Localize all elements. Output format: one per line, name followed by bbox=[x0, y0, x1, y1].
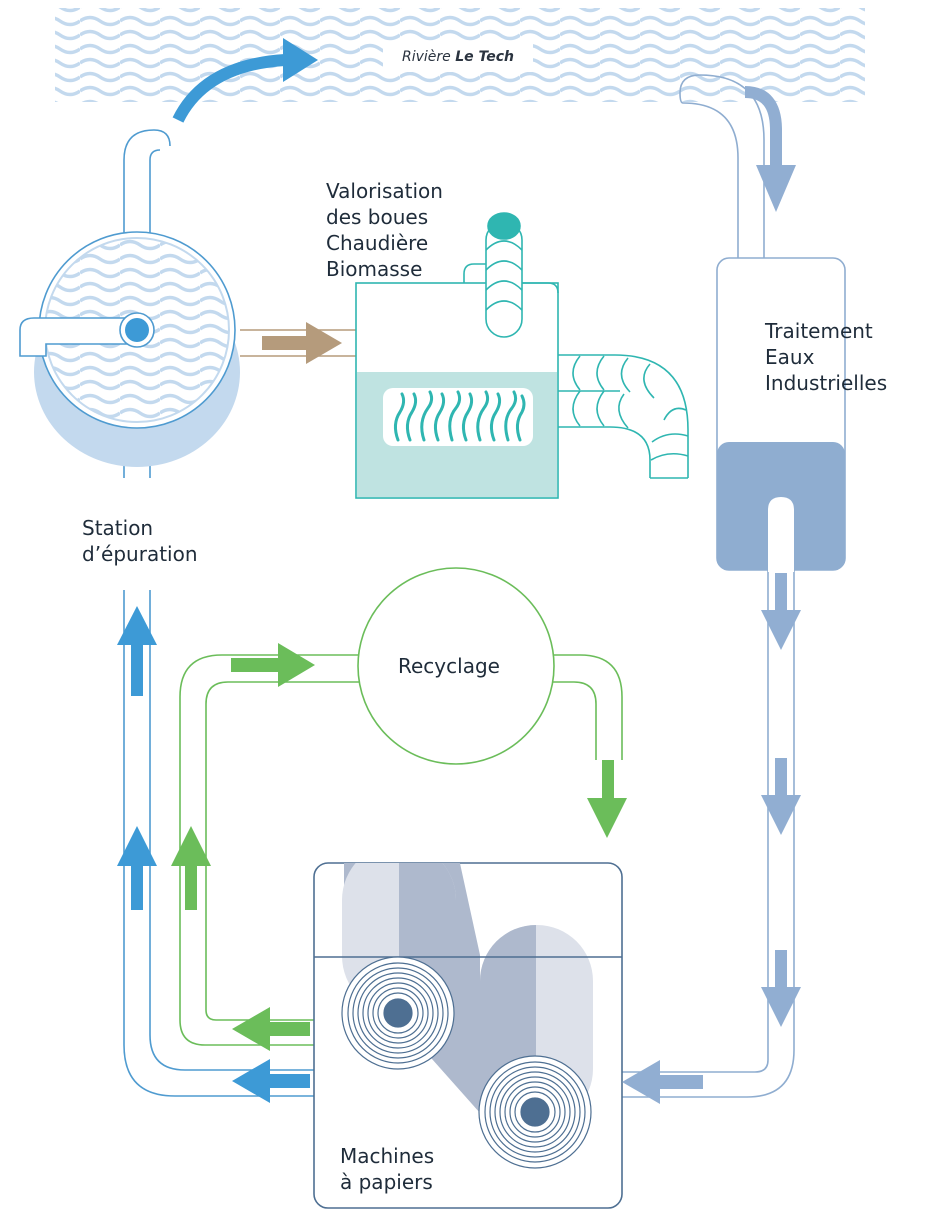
river-label-name: Le Tech bbox=[455, 49, 515, 65]
steel-down-arrow bbox=[761, 950, 801, 1027]
steel-left-arrow bbox=[622, 1060, 703, 1104]
biomass-boiler bbox=[355, 263, 559, 499]
station-label-line: d’épuration bbox=[82, 542, 198, 566]
biomass-label-line: Chaudière bbox=[326, 231, 429, 255]
steel-down-arrow bbox=[761, 573, 801, 650]
chimney-stack bbox=[485, 212, 523, 338]
paper-roll-right bbox=[478, 1055, 592, 1169]
river-label-prefix: Rivière bbox=[401, 49, 451, 65]
paper-machine bbox=[313, 862, 623, 1209]
river-label: Rivière Le Tech bbox=[383, 42, 533, 72]
biomass-label: Valorisation des boues Chaudière Biomass… bbox=[326, 178, 443, 282]
treatment-label: Traitement Eaux Industrielles bbox=[765, 318, 887, 396]
blue-return-pipe bbox=[123, 129, 315, 1097]
treatment-tank bbox=[716, 257, 846, 572]
biomass-label-line: des boues bbox=[326, 205, 429, 229]
green-down-arrow bbox=[587, 760, 627, 838]
sludge-link bbox=[240, 329, 356, 357]
blue-up-arrow bbox=[117, 826, 157, 910]
treatment-label-line: Eaux bbox=[765, 345, 815, 369]
machines-label-line: Machines bbox=[340, 1144, 435, 1168]
paper-roll-left bbox=[341, 956, 455, 1070]
biomass-label-line: Biomasse bbox=[326, 257, 423, 281]
treatment-label-line: Traitement bbox=[765, 319, 873, 343]
river-intake-arrow bbox=[744, 86, 796, 212]
green-left-arrow bbox=[232, 1007, 310, 1051]
river-outflow-arrow bbox=[172, 38, 318, 123]
blue-up-arrow bbox=[117, 606, 157, 696]
steel-down-arrow bbox=[761, 758, 801, 835]
green-up-arrow bbox=[171, 826, 211, 910]
machines-label: Machines à papiers bbox=[340, 1143, 434, 1195]
recycling-label-text: Recyclage bbox=[398, 654, 500, 678]
station-basin bbox=[19, 231, 240, 467]
treatment-label-line: Industrielles bbox=[765, 371, 888, 395]
station-label: Station d’épuration bbox=[82, 515, 198, 567]
recycling-loop bbox=[179, 567, 623, 1046]
recycling-label: Recyclage bbox=[398, 653, 500, 679]
sludge-arrow bbox=[262, 322, 342, 364]
machines-label-line: à papiers bbox=[340, 1170, 433, 1194]
station-label-line: Station bbox=[82, 516, 154, 540]
exhaust-duct bbox=[558, 354, 689, 479]
biomass-label-line: Valorisation bbox=[326, 179, 443, 203]
blue-left-arrow bbox=[232, 1059, 310, 1103]
green-right-arrow bbox=[231, 643, 315, 687]
steel-blue-supply-pipe bbox=[622, 74, 795, 1098]
flames-icon bbox=[393, 390, 526, 442]
